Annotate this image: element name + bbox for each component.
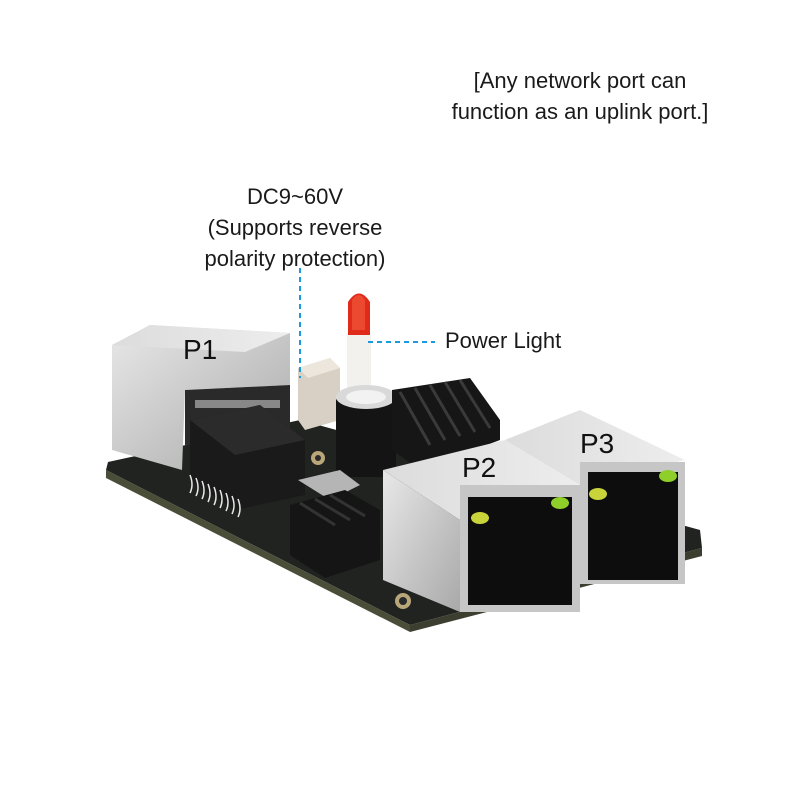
leader-lines [299,268,435,378]
power-input-note-2: polarity protection) [204,245,386,271]
transformer [189,405,305,518]
power-input-label: DC9~60V (Supports reverse polarity prote… [175,182,415,274]
uplink-note-line-2: function as an uplink port.] [451,98,709,124]
port-p3 [505,410,685,584]
power-input-voltage: DC9~60V [246,184,343,209]
port-label-p3: P3 [580,428,615,459]
port-label-p2: P2 [462,452,497,483]
capacitor [336,385,396,477]
power-connector [298,358,340,430]
port-label-p1: P1 [183,334,218,365]
power-light-label: Power Light [445,328,562,353]
power-input-note-1: (Supports reverse [207,214,383,240]
uplink-note: [Any network port can function as an upl… [420,66,740,128]
port-p2 [383,440,580,612]
heatsink [392,378,500,470]
power-led [347,293,371,390]
regulator [290,470,380,578]
uplink-note-line-1: [Any network port can [473,68,687,93]
